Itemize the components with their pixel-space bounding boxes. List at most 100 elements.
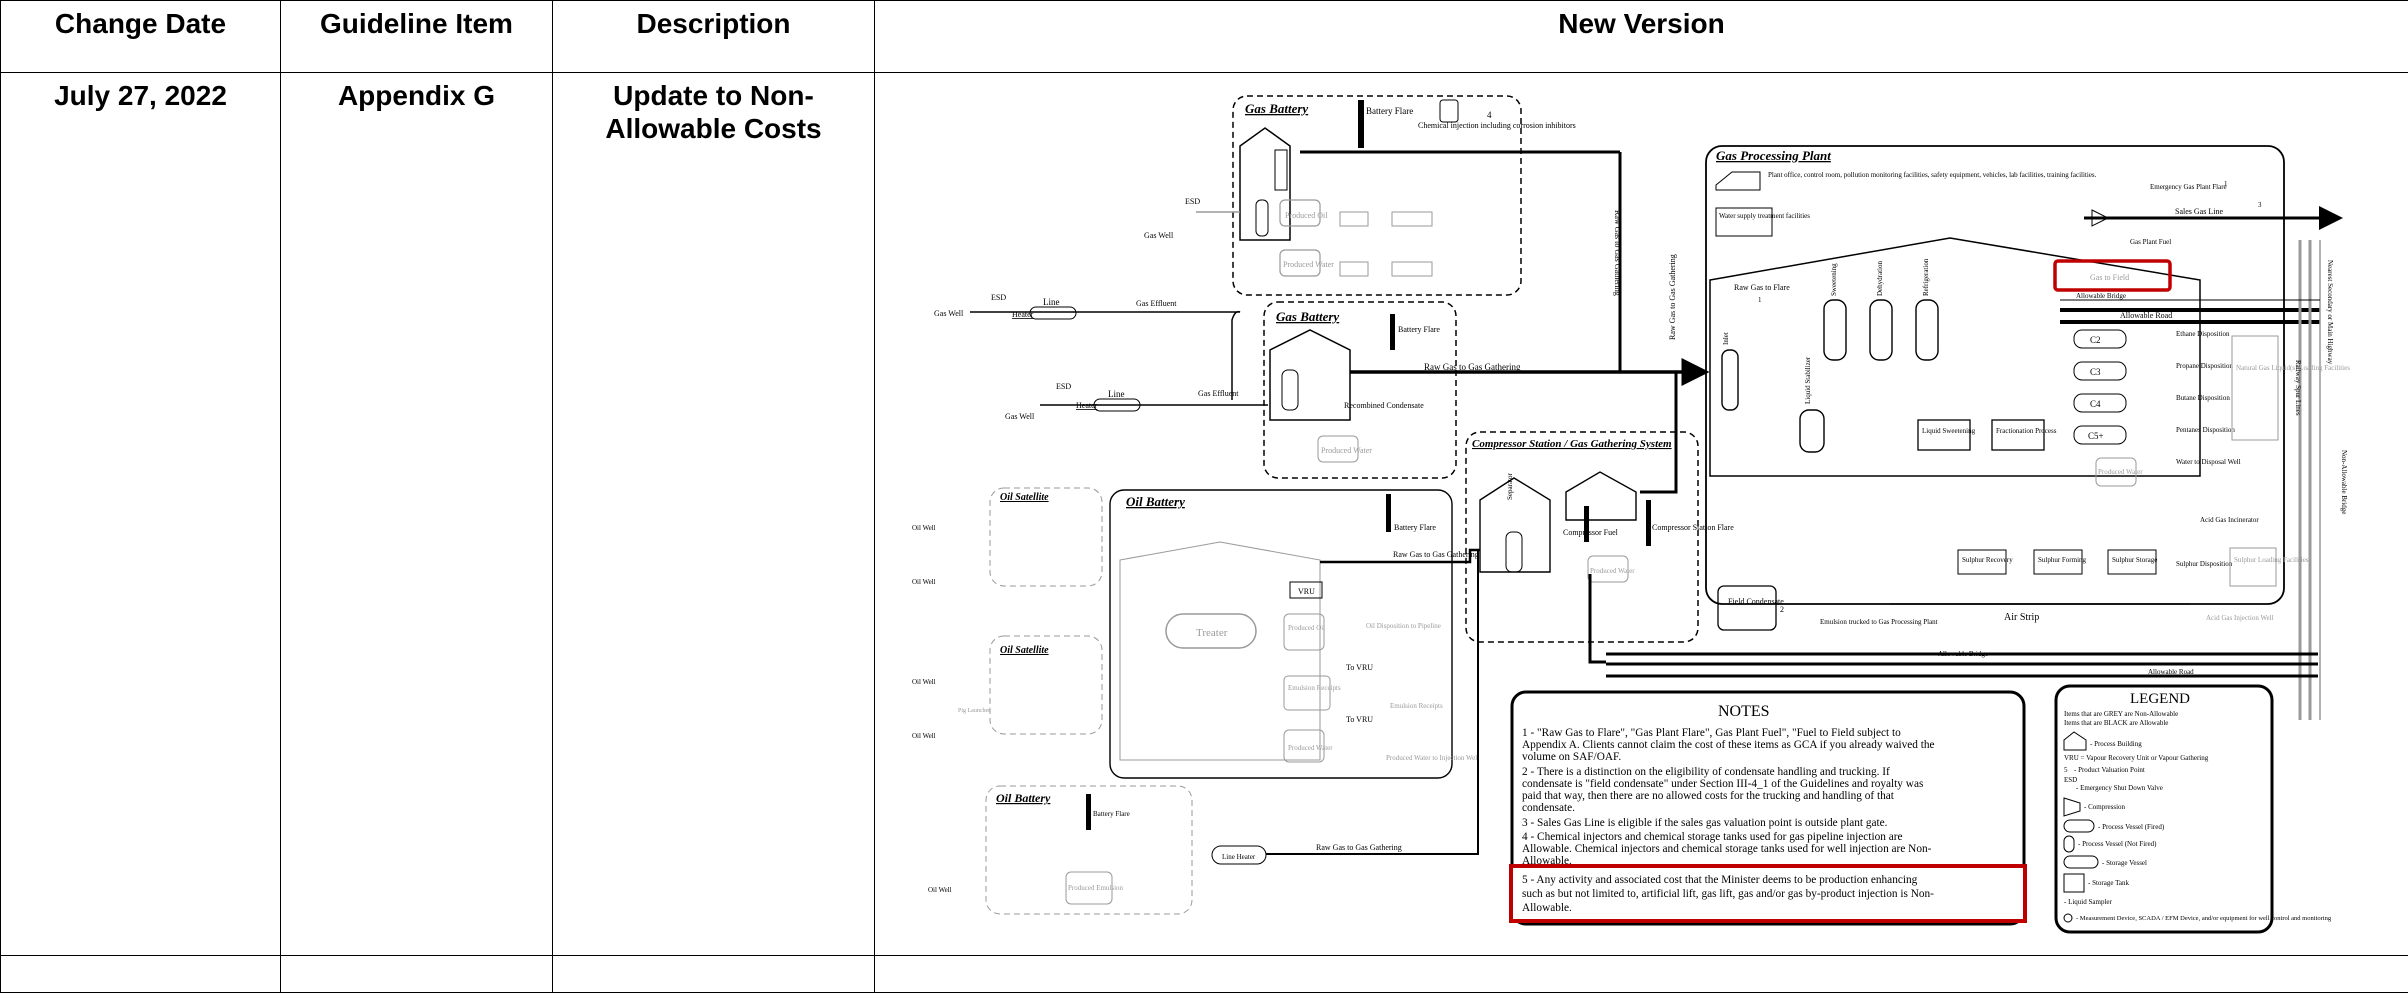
svg-text:Plant office, control room, po: Plant office, control room, pollution mo… xyxy=(1768,171,2097,179)
svg-text:Raw Gas to Gas Gathering: Raw Gas to Gas Gathering xyxy=(1668,254,1677,340)
svg-text:Refrigeration: Refrigeration xyxy=(1922,258,1930,296)
svg-text:- Compression: - Compression xyxy=(2084,803,2126,811)
svg-text:3 - Sales Gas Line is eligible: 3 - Sales Gas Line is eligible if the sa… xyxy=(1522,817,1888,829)
svg-text:Gas Well: Gas Well xyxy=(934,309,964,318)
svg-text:Produced Water to Injection We: Produced Water to Injection Well xyxy=(1386,754,1479,762)
svg-text:Battery Flare: Battery Flare xyxy=(1398,325,1440,334)
svg-text:Line: Line xyxy=(1043,297,1060,307)
svg-text:Line Heater: Line Heater xyxy=(1222,853,1256,861)
svg-text:Acid Gas Incinerator: Acid Gas Incinerator xyxy=(2200,516,2259,524)
svg-text:Butane Disposition: Butane Disposition xyxy=(2176,394,2230,402)
svg-text:Allowable Road: Allowable Road xyxy=(2120,311,2172,320)
field-condensate: Field Condensate 2 Emulsion trucked to G… xyxy=(1590,574,2318,676)
svg-text:Produced Emulsion: Produced Emulsion xyxy=(1068,884,1124,892)
svg-text:- Process Building: - Process Building xyxy=(2090,740,2142,748)
svg-text:4 - Chemical injectors and che: 4 - Chemical injectors and chemical stor… xyxy=(1522,831,1903,843)
svg-text:Items that are BLACK are Allow: Items that are BLACK are Allowable xyxy=(2064,719,2168,727)
svg-text:Gas to Field: Gas to Field xyxy=(2090,273,2129,282)
svg-text:3: 3 xyxy=(2258,201,2262,209)
chem-injection-label: Chemical injection including corrosion i… xyxy=(1418,121,1576,130)
svg-text:volume on SAF/OAF.: volume on SAF/OAF. xyxy=(1522,751,1621,763)
svg-text:C4: C4 xyxy=(2090,399,2101,409)
svg-text:Sulphur Recovery: Sulphur Recovery xyxy=(1962,556,2013,564)
svg-text:Allowable.: Allowable. xyxy=(1522,902,1572,914)
svg-text:Gas Processing Plant: Gas Processing Plant xyxy=(1716,148,1831,163)
svg-text:Produced Oil: Produced Oil xyxy=(1288,624,1325,632)
svg-text:To VRU: To VRU xyxy=(1346,663,1373,672)
svg-text:Treater: Treater xyxy=(1196,627,1228,639)
svg-text:- Storage Vessel: - Storage Vessel xyxy=(2102,859,2147,867)
svg-text:- Storage Tank: - Storage Tank xyxy=(2088,879,2129,887)
svg-text:5 - Any activity and associate: 5 - Any activity and associated cost tha… xyxy=(1522,874,1918,886)
svg-text:Produced Water: Produced Water xyxy=(2098,468,2143,476)
svg-text:Nearest Secondary or Main High: Nearest Secondary or Main Highway xyxy=(2326,260,2334,365)
svg-text:Gas Effluent: Gas Effluent xyxy=(1136,299,1177,308)
svg-text:condensate.: condensate. xyxy=(1522,802,1575,814)
svg-text:Sulphur Disposition: Sulphur Disposition xyxy=(2176,560,2233,568)
svg-text:Inlet: Inlet xyxy=(1722,332,1730,345)
svg-text:Emulsion Receipts: Emulsion Receipts xyxy=(1390,702,1443,710)
svg-text:Compressor Station / Gas Gathe: Compressor Station / Gas Gathering Syste… xyxy=(1472,438,1672,450)
notes-box: NOTES 1 - "Raw Gas to Flare", "Gas Plant… xyxy=(1511,692,2025,924)
gas-battery-top: Gas Battery Battery Flare Chemical injec… xyxy=(1144,96,1620,372)
svg-text:Pentanes Disposition: Pentanes Disposition xyxy=(2176,426,2235,434)
svg-text:Gas Effluent: Gas Effluent xyxy=(1198,389,1239,398)
svg-text:Air Strip: Air Strip xyxy=(2004,612,2039,623)
svg-text:Oil Satellite: Oil Satellite xyxy=(1000,492,1049,503)
svg-text:Produced Water: Produced Water xyxy=(1590,567,1635,575)
svg-text:Liquid Sweetening: Liquid Sweetening xyxy=(1922,427,1976,435)
svg-text:Raw Gas to Gas Gathering: Raw Gas to Gas Gathering xyxy=(1424,362,1521,372)
svg-text:Raw Gas to Gas Gathering: Raw Gas to Gas Gathering xyxy=(1316,843,1402,852)
svg-text:paid that way, then there are: paid that way, then there are no allowed… xyxy=(1522,790,1895,802)
svg-text:Appendix A. Clients cannot cla: Appendix A. Clients cannot claim the cos… xyxy=(1522,739,1935,751)
svg-text:ESD: ESD xyxy=(991,293,1006,302)
svg-text:Oil Battery: Oil Battery xyxy=(1126,494,1185,509)
svg-text:such as but not limited to, ar: such as but not limited to, artificial l… xyxy=(1522,888,1934,900)
svg-text:Oil Disposition to Pipeline: Oil Disposition to Pipeline xyxy=(1366,622,1441,630)
svg-text:Produced Water: Produced Water xyxy=(1283,260,1334,269)
svg-text:condensate is "field condensat: condensate is "field condensate" under S… xyxy=(1522,778,1923,790)
svg-text:Line: Line xyxy=(1108,389,1125,399)
svg-text:Produced Oil: Produced Oil xyxy=(1285,211,1328,220)
svg-text:Oil Well: Oil Well xyxy=(912,678,936,686)
svg-text:Allowable Bridge: Allowable Bridge xyxy=(2076,292,2126,300)
svg-text:Water supply treatment facilit: Water supply treatment facilities xyxy=(1719,212,1810,220)
svg-text:Water to Disposal Well: Water to Disposal Well xyxy=(2176,458,2241,466)
svg-text:Produced Water: Produced Water xyxy=(1321,446,1372,455)
svg-text:- Emergency Shut Down Valve: - Emergency Shut Down Valve xyxy=(2076,784,2163,792)
svg-text:Sulphur Storage: Sulphur Storage xyxy=(2112,556,2157,564)
svg-text:Battery Flare: Battery Flare xyxy=(1394,523,1436,532)
svg-text:Sulphur Loading Facilities: Sulphur Loading Facilities xyxy=(2234,556,2309,564)
svg-text:Battery Flare: Battery Flare xyxy=(1093,810,1130,818)
svg-text:Oil Well: Oil Well xyxy=(912,524,936,532)
svg-text:Oil Well: Oil Well xyxy=(912,732,936,740)
svg-text:1: 1 xyxy=(2224,180,2228,188)
svg-text:1: 1 xyxy=(1758,296,1762,304)
svg-text:VRU = Vapour Recovery Unit or: VRU = Vapour Recovery Unit or Vapour Gat… xyxy=(2064,754,2209,762)
svg-text:Produced Water: Produced Water xyxy=(1288,744,1333,752)
svg-text:Compressor Fuel: Compressor Fuel xyxy=(1563,528,1619,537)
svg-text:To VRU: To VRU xyxy=(1346,715,1373,724)
battery-flare-label: Battery Flare xyxy=(1366,106,1413,116)
svg-text:C5+: C5+ xyxy=(2088,431,2104,441)
svg-text:Railway Spur Lines: Railway Spur Lines xyxy=(2294,360,2302,416)
flare-stack-icon xyxy=(1358,100,1364,148)
svg-text:Oil Well: Oil Well xyxy=(912,578,936,586)
legend-title: LEGEND xyxy=(2130,691,2190,707)
svg-text:ESD: ESD xyxy=(2064,776,2077,784)
svg-text:Sweetening: Sweetening xyxy=(1830,263,1838,296)
svg-text:Emulsion trucked to Gas Proces: Emulsion trucked to Gas Processing Plant xyxy=(1820,618,1938,626)
svg-text:- Measurement Device, SCADA /: - Measurement Device, SCADA / EFM Device… xyxy=(2076,915,2332,922)
svg-text:Acid Gas Injection Well: Acid Gas Injection Well xyxy=(2206,614,2274,622)
svg-text:Recombined Condensate: Recombined Condensate xyxy=(1344,401,1424,410)
left-gas-wells: Gas Well ESD Heater Line Gas Effluent Ga… xyxy=(934,293,1268,421)
svg-text:Dehydration: Dehydration xyxy=(1876,261,1884,296)
svg-text:Pig Launcher: Pig Launcher xyxy=(958,708,990,714)
svg-text:2: 2 xyxy=(1780,605,1784,614)
svg-text:Oil Satellite: Oil Satellite xyxy=(1000,645,1049,656)
svg-text:Sulphur Forming: Sulphur Forming xyxy=(2038,556,2087,564)
svg-text:5: 5 xyxy=(2064,766,2068,774)
svg-text:- Liquid Sampler: - Liquid Sampler xyxy=(2064,898,2112,906)
svg-text:1 - "Raw Gas to Flare", "Gas P: 1 - "Raw Gas to Flare", "Gas Plant Flare… xyxy=(1522,727,1901,739)
svg-text:Emulsion Receipts: Emulsion Receipts xyxy=(1288,684,1341,692)
